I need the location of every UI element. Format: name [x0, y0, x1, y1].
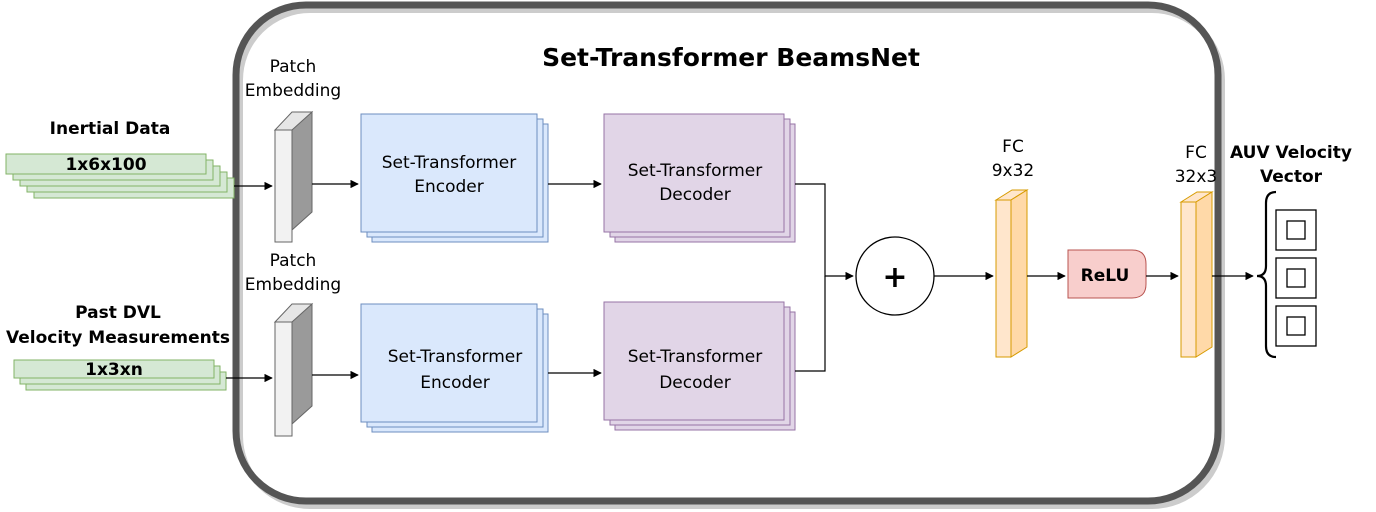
encoder-bottom: [360, 303, 549, 433]
patch-embedding-top: [273, 110, 314, 243]
patch-embedding-bottom-line2: Embedding: [245, 275, 341, 295]
dvl-label-line2: Velocity Measurements: [6, 328, 230, 348]
decoder-top: [603, 113, 796, 243]
patch-embedding-top-line2: Embedding: [245, 81, 341, 101]
encoder-bottom-line2: Encoder: [420, 373, 490, 393]
model-frame: [232, 1, 1222, 505]
dvl-data-stack: [13, 359, 227, 391]
encoder-top-line2: Encoder: [414, 177, 484, 197]
dvl-data-dims: 1x3xn: [85, 360, 143, 380]
output-vector: [1275, 209, 1317, 347]
encoder-top: [360, 113, 549, 243]
inertial-data-label: Inertial Data: [50, 119, 171, 139]
fc2-label-line1: FC: [1185, 143, 1207, 163]
relu-block: [1067, 249, 1147, 299]
output-label-line2: Vector: [1260, 167, 1323, 187]
inertial-data-dims: 1x6x100: [65, 155, 146, 175]
decoder-bottom-line1: Set-Transformer: [628, 347, 763, 367]
fc1-label-line2: 9x32: [992, 161, 1035, 181]
output-brace: [1256, 190, 1277, 359]
fc1-label-line1: FC: [1002, 137, 1024, 157]
decoder-bottom-line2: Decoder: [659, 373, 731, 393]
dvl-label-line1: Past DVL: [75, 303, 161, 323]
diagram-title: Set-Transformer BeamsNet: [542, 43, 920, 72]
output-label-line1: AUV Velocity: [1230, 143, 1352, 163]
line-decoder-bottom-to-sum: [795, 276, 826, 372]
arrow-decoder-top-to-sum: [795, 183, 854, 281]
frame-shadow: [237, 7, 1225, 509]
fc1-block: [994, 189, 1029, 358]
decoder-bottom: [603, 301, 796, 431]
patch-embedding-bottom-line1: Patch: [270, 251, 317, 271]
encoder-top-line1: Set-Transformer: [382, 153, 517, 173]
patch-embedding-bottom: [273, 302, 314, 437]
fc2-label-line2: 32x3: [1175, 167, 1218, 187]
decoder-top-line1: Set-Transformer: [628, 161, 763, 181]
encoder-bottom-line1: Set-Transformer: [388, 347, 523, 367]
relu-label: ReLU: [1081, 266, 1130, 286]
sum-symbol: +: [882, 260, 907, 295]
fc2-block: [1179, 191, 1214, 358]
connectors: [226, 179, 1254, 383]
patch-embedding-top-line1: Patch: [270, 57, 317, 77]
inertial-data-stack: [5, 153, 235, 199]
decoder-top-line2: Decoder: [659, 185, 731, 205]
